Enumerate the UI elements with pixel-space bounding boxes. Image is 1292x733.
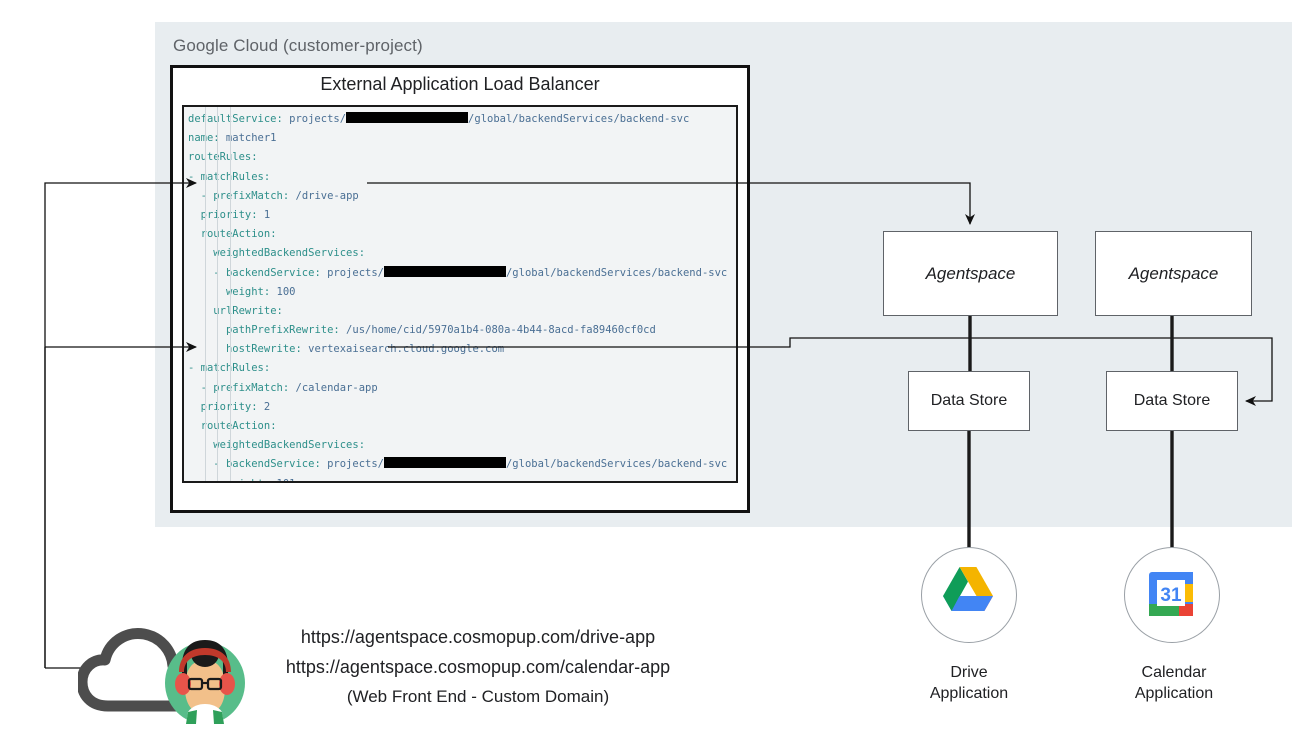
code-line: weightedBackendServices:	[188, 244, 736, 263]
code-line: weightedBackendServices:	[188, 436, 736, 455]
google-drive-icon	[943, 567, 993, 611]
load-balancer-title: External Application Load Balancer	[320, 74, 600, 94]
code-value: projects/	[320, 266, 384, 279]
code-key: pathPrefixRewrite:	[225, 324, 340, 337]
redaction-bar	[383, 265, 506, 277]
code-line: - matchRules:	[188, 359, 736, 378]
code-line: - prefixMatch: /drive-app	[188, 187, 736, 206]
url-drive-app: https://agentspace.cosmopup.com/drive-ap…	[300, 627, 656, 647]
cloud-user-group	[78, 628, 245, 724]
indent-guide	[204, 107, 206, 481]
code-line: hostRewrite: vertexaisearch.cloud.google…	[188, 340, 736, 359]
redaction-bar	[383, 457, 506, 469]
code-key: priority:	[201, 401, 258, 413]
calendar-application-label-line1: Calendar	[1141, 664, 1207, 681]
code-value: /drive-app	[289, 189, 359, 202]
code-key: weightedBackendServices:	[213, 247, 366, 260]
front-end-caption: (Web Front End - Custom Domain)	[346, 687, 610, 706]
drive-application-circle[interactable]	[921, 547, 1017, 643]
calendar-application-label: Calendar Application	[1089, 662, 1259, 704]
code-line: weight: 101	[188, 475, 736, 481]
code-line: defaultService: projects/ /global/backend…	[188, 110, 736, 129]
drive-application-label-line1: Drive	[950, 664, 988, 681]
code-value: /us/home/cid/5970a1b4-080a-4b44-8acd-fa8…	[339, 324, 656, 337]
data-store-node-1[interactable]: Data Store	[908, 371, 1030, 431]
agentspace-node-2-label: Agentspace	[1128, 263, 1219, 283]
code-key: routeAction:	[200, 228, 277, 241]
front-end-url-block: https://agentspace.cosmopup.com/drive-ap…	[268, 622, 688, 712]
code-line: urlRewrite:	[188, 302, 736, 321]
agentspace-node-1[interactable]: Agentspace	[883, 231, 1058, 316]
code-key: weight:	[225, 285, 271, 298]
indent-guide	[217, 107, 219, 481]
code-key: - backendService:	[213, 266, 321, 279]
code-key: urlRewrite:	[213, 304, 283, 317]
code-value: 100	[270, 285, 296, 298]
code-value-tail: /global/backendServices/backend-svc	[505, 266, 728, 279]
code-line: pathPrefixRewrite: /us/home/cid/5970a1b4…	[188, 321, 736, 340]
code-value: 1	[257, 208, 271, 221]
code-line: priority: 2	[188, 398, 736, 417]
code-line: - backendService: projects/ /global/backe…	[188, 455, 736, 474]
routing-config-code-block: defaultService: projects/ /global/backend…	[182, 105, 738, 483]
code-key: - prefixMatch:	[200, 189, 290, 202]
code-value: projects/	[282, 113, 347, 125]
indent-guide	[229, 107, 231, 481]
code-key: defaultService:	[188, 113, 283, 125]
code-key: name:	[188, 132, 220, 144]
code-key: routeAction:	[200, 420, 277, 432]
routing-config-code-text: defaultService: projects/ /global/backend…	[188, 110, 736, 481]
data-store-node-2[interactable]: Data Store	[1106, 371, 1238, 431]
code-key: routeRules:	[188, 151, 258, 164]
code-value: 2	[257, 400, 271, 413]
code-line: routeAction:	[188, 417, 736, 436]
data-store-node-2-label: Data Store	[1133, 392, 1211, 409]
code-line: - matchRules:	[188, 168, 736, 187]
code-line: weight: 100	[188, 283, 736, 302]
code-line: name: matcher1	[188, 129, 736, 148]
calendar-day-number: 31	[1160, 585, 1182, 606]
google-cloud-label: Google Cloud (customer-project)	[173, 36, 423, 55]
code-key: hostRewrite:	[225, 343, 302, 356]
code-line: routeRules:	[188, 148, 736, 167]
google-calendar-icon: 31	[1149, 572, 1193, 616]
code-value: /calendar-app	[289, 381, 378, 394]
code-line: routeAction:	[188, 225, 736, 244]
code-value: 101	[270, 478, 296, 481]
code-line: priority: 1	[188, 206, 736, 225]
code-key: - prefixMatch:	[200, 381, 290, 394]
drive-application-label-line2: Application	[929, 685, 1009, 702]
calendar-application-label-line2: Application	[1134, 685, 1214, 702]
code-key: weightedBackendServices:	[213, 439, 366, 452]
code-value-tail: /global/backendServices/backend-svc	[468, 113, 690, 125]
code-value: projects/	[320, 458, 384, 471]
data-store-node-1-label: Data Store	[930, 392, 1008, 409]
code-value: matcher1	[219, 132, 277, 145]
code-line: - backendService: projects/ /global/backe…	[188, 264, 736, 283]
redaction-bar	[346, 112, 469, 123]
code-key: priority:	[201, 209, 258, 221]
user-avatar	[165, 640, 245, 724]
calendar-application-circle[interactable]: 31	[1124, 547, 1220, 643]
code-key: weight:	[226, 478, 270, 481]
url-calendar-app: https://agentspace.cosmopup.com/calendar…	[285, 657, 671, 677]
code-value: vertexaisearch.cloud.google.com	[301, 343, 505, 356]
agentspace-node-2[interactable]: Agentspace	[1095, 231, 1252, 316]
agentspace-node-1-label: Agentspace	[925, 263, 1016, 283]
code-key: - backendService:	[213, 458, 321, 471]
code-line: - prefixMatch: /calendar-app	[188, 379, 736, 398]
drive-application-label: Drive Application	[884, 662, 1054, 704]
code-value-tail: /global/backendServices/backend-svc	[505, 458, 728, 471]
